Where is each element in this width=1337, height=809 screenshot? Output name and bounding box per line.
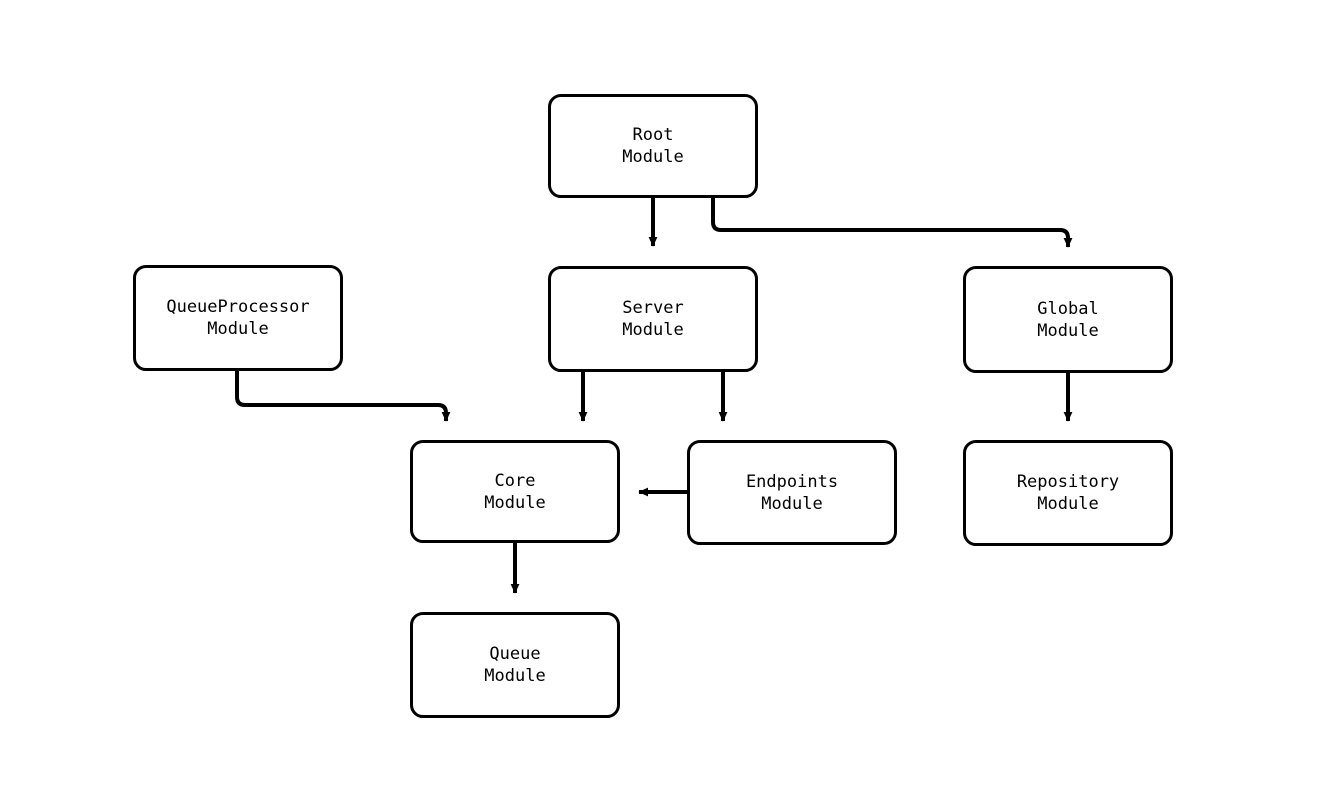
node-core-module-line2: Module <box>484 492 546 513</box>
node-server-module-line1: Server <box>622 298 684 318</box>
node-global-module-line2: Module <box>1037 320 1099 341</box>
node-endpoints-module-line2: Module <box>761 493 823 514</box>
node-root-module[interactable]: Root Module <box>548 94 758 198</box>
node-repository-module-line1: Repository <box>1016 472 1120 492</box>
node-queue-module-line2: Module <box>484 666 546 686</box>
node-endpoints-module-line1: Endpoints <box>745 471 839 492</box>
node-server-module[interactable]: Server Module <box>548 266 758 372</box>
node-root-module-line2: Module <box>622 147 684 167</box>
node-repository-module[interactable]: Repository Module <box>963 440 1173 546</box>
node-queue-module-line1: Queue <box>489 644 541 664</box>
node-core-module[interactable]: Core Module <box>410 440 620 543</box>
node-server-module-line2: Module <box>622 320 684 340</box>
node-queueprocessor-module[interactable]: QueueProcessor Module <box>133 265 343 371</box>
node-global-module[interactable]: Global Module <box>963 266 1173 373</box>
node-queueprocessor-module-line1: QueueProcessor <box>166 297 310 317</box>
node-queueprocessor-module-line2: Module <box>207 319 269 339</box>
edge-queueprocessor-to-core <box>235 371 451 422</box>
node-queue-module[interactable]: Queue Module <box>410 612 620 718</box>
node-core-module-line1: Core <box>494 470 536 491</box>
edge-root-to-global <box>711 198 1073 248</box>
node-endpoints-module[interactable]: Endpoints Module <box>687 440 897 545</box>
node-repository-module-line2: Module <box>1037 494 1099 514</box>
node-root-module-line1: Root <box>632 125 674 145</box>
node-global-module-line1: Global <box>1037 298 1099 319</box>
